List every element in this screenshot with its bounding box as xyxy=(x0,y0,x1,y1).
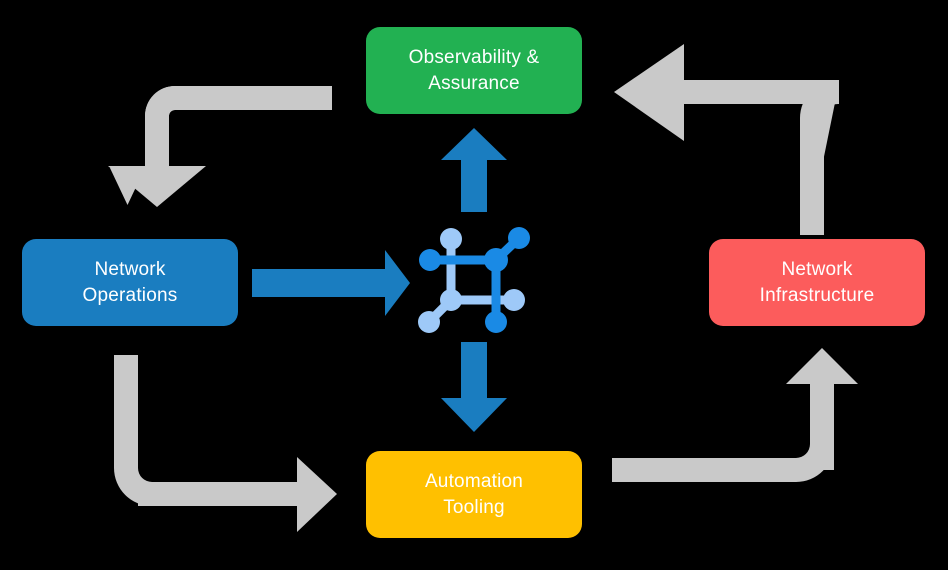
arrow-center-to-observability xyxy=(441,128,507,212)
arrow-operations-to-automation-head xyxy=(297,457,337,532)
node-observability-assurance[interactable]: Observability & Assurance xyxy=(366,27,582,114)
arrow-infrastructure-to-observability-elbow xyxy=(800,80,838,235)
arrow-infrastructure-to-observability-head xyxy=(614,44,684,141)
arrow-automation-to-infrastructure-rail xyxy=(810,378,834,470)
arrow-operations-to-center xyxy=(252,250,410,316)
arrow-center-to-automation xyxy=(441,342,507,432)
arrow-observability-to-operations-head xyxy=(108,166,206,207)
arrow-operations-to-automation-rail xyxy=(138,482,298,506)
node-network-operations[interactable]: Network Operations xyxy=(22,239,238,326)
arrow-infrastructure-to-observability-rail xyxy=(683,80,839,104)
network-topology-icon xyxy=(418,227,530,333)
arrow-operations-to-automation-elbow xyxy=(114,355,152,506)
arrow-observability-to-operations-body xyxy=(145,48,332,172)
node-automation-tooling[interactable]: Automation Tooling xyxy=(366,451,582,538)
arrow-automation-to-infrastructure-head xyxy=(786,348,858,384)
node-network-infrastructure[interactable]: Network Infrastructure xyxy=(709,239,925,326)
